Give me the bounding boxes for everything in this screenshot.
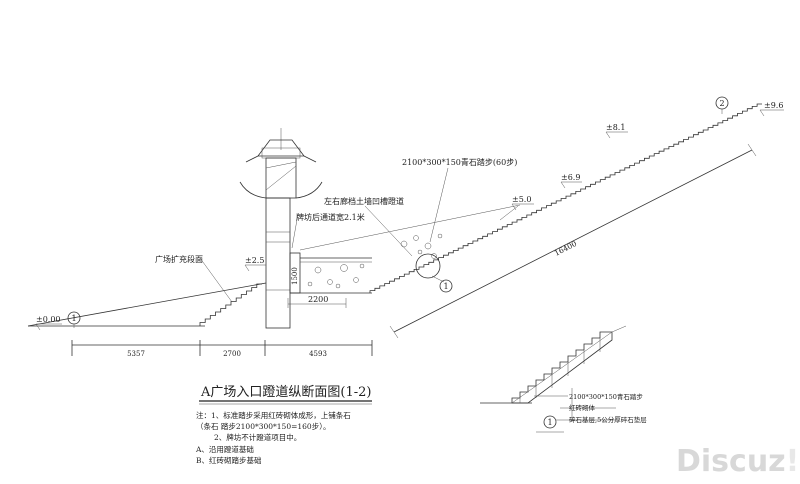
annotations: 广场扩充段面 牌坊后通道宽2.1米 左右廊档土墙凹槽蹬道 2100*300*15…: [155, 157, 578, 304]
elevation-label: ±5.0: [512, 195, 531, 204]
note-line: （条石 踏步2100*300*150=160步）。: [196, 421, 330, 431]
arch-passage-label: 牌坊后通道宽2.1米: [296, 212, 365, 222]
dimension-value: 4593: [309, 350, 327, 358]
retaining-wall: [287, 252, 372, 308]
detail-label: 红砖砌体: [569, 403, 596, 412]
note-line: B、红砖砌踏步基础: [196, 455, 262, 465]
wall-height-label: 1500: [291, 267, 299, 285]
main-stairs: [369, 103, 762, 293]
callout-number: 1: [71, 314, 76, 323]
drawing-title: A广场入口蹬道纵断面图(1-2): [199, 385, 372, 405]
callout-3: 1: [439, 279, 453, 293]
plaza-slope-label: 广场扩充段面: [155, 254, 203, 264]
ground-lines: [27, 143, 757, 339]
dimension-value: 2700: [223, 350, 241, 358]
note-line: 注：1、标准踏步采用红砖砌体成形，上铺条石: [196, 410, 351, 420]
detail-circle-marker: [415, 253, 445, 283]
elevation-8-1: ±8.1: [605, 123, 628, 139]
leader-lines: [199, 167, 519, 303]
elevation-label: ±8.1: [606, 123, 625, 132]
elevation-label: ±2.5: [245, 256, 264, 265]
title-text: A广场入口蹬道纵断面图(1-2): [200, 385, 371, 400]
elevation-label: ±0.00: [36, 315, 61, 324]
rubble-hatch: [307, 233, 443, 289]
passage-width-label: 2200: [308, 295, 328, 304]
elevation-9-6: ±9.6: [759, 101, 784, 117]
callout-number: 1: [443, 282, 448, 291]
callout-number: 2: [719, 99, 724, 108]
slope-length-label: 16400: [553, 239, 579, 258]
watermark: Discuz!: [676, 444, 799, 479]
notes: 注：1、标准踏步采用红砖砌体成形，上铺条石 （条石 踏步2100*300*150…: [195, 410, 351, 465]
watermark-text: Discuz: [676, 444, 786, 479]
elevation-5-0: ±5.0: [511, 195, 534, 211]
detail-label: 碎石基层,5公分厚碎石垫层: [569, 415, 647, 424]
callout-2: 2: [715, 96, 729, 114]
dimension-value: 5357: [127, 350, 145, 358]
elevation-label: ±9.6: [764, 101, 783, 110]
dimension-line: 5357 2700 4593: [71, 340, 373, 358]
detail-label: 2100*300*150青石踏步: [569, 392, 643, 401]
elevation-label: ±6.9: [561, 173, 580, 182]
elevation-2-5: ±2.5: [244, 256, 266, 272]
wall-groove-label: 左右廊档土墙凹槽蹬道: [324, 196, 404, 206]
elevation-0: ±0.00: [35, 315, 62, 331]
callout-1: 1: [67, 311, 81, 328]
note-line: 2、牌坊不计蹬道项目中。: [214, 432, 301, 442]
elevation-marks: ±0.00 ±2.5 ±5.0 ±6.9 ±8.1 ±9.6: [35, 101, 784, 331]
watermark-bang: !: [785, 444, 800, 479]
left-stairs: [199, 283, 262, 326]
stone-steps-label: 2100*300*150青石踏步(60步): [402, 157, 517, 167]
note-line: A、沿用蹬道基础: [195, 444, 254, 454]
callout-number: 1: [547, 418, 552, 427]
step-detail: 2100*300*150青石踏步 红砖砌体 碎石基层,5公分厚碎石垫层 1: [480, 325, 647, 433]
elevation-6-9: ±6.9: [560, 173, 582, 189]
